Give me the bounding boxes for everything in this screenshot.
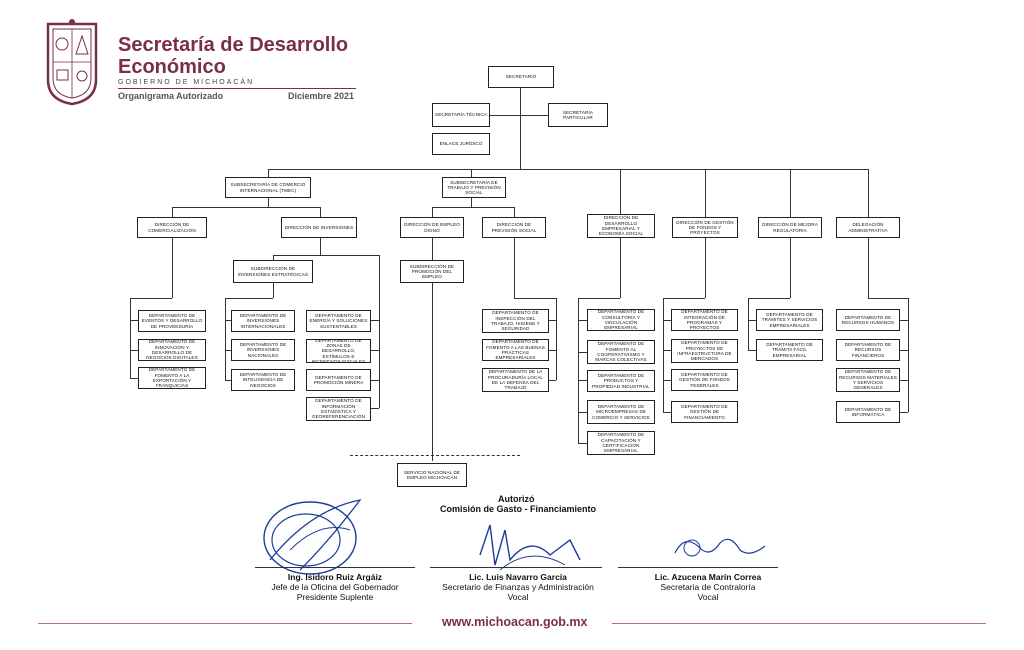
- org-dept: DEPARTAMENTO DE FOMENTO A LA EXPORTACIÓN…: [138, 367, 206, 389]
- org-dept: DEPARTAMENTO DE PROMOCIÓN MINERA: [306, 369, 371, 391]
- org-dept: DEPARTAMENTO DE INSPECCIÓN DEL TRABAJO, …: [482, 309, 549, 333]
- org-dept: DEPARTAMENTO DE ENERGÍA Y SOLUCIONES SUS…: [306, 310, 371, 332]
- org-dir-empleo: DIRECCIÓN DE EMPLEO DIGNO: [400, 217, 464, 238]
- signature-line-1: [255, 567, 415, 568]
- org-dept: DEPARTAMENTO DE PRODUCTOS Y PROPIEDAD IN…: [587, 370, 655, 392]
- signatory-name: Ing. Isidoro Ruiz Argáiz: [287, 572, 383, 582]
- subtitle: Organigrama Autorizado: [118, 91, 224, 101]
- org-secretaria-tecnica: SECRETARÍA TÉCNICA: [432, 103, 490, 127]
- signatory-role: Secretaria de Contraloría: [660, 582, 756, 592]
- org-enlace-juridico: ENLACE JURÍDICO: [432, 133, 490, 155]
- header-divider: [118, 88, 356, 89]
- org-dept: DEPARTAMENTO DE MICROEMPRESAS DE COMERCI…: [587, 400, 655, 424]
- org-dept: DEPARTAMENTO DE FOMENTO A LAS BUENAS PRÁ…: [482, 339, 549, 361]
- org-dept: DEPARTAMENTO DE TRÁMITA FÁCIL EMPRESARIA…: [756, 339, 823, 361]
- org-dir-desarrollo-empresarial: DIRECCIÓN DE DESARROLLO EMPRESARIAL Y EC…: [587, 214, 655, 238]
- footer-url-link[interactable]: www.michoacan.gob.mx: [442, 615, 588, 629]
- org-dept: DEPARTAMENTO DE INVERSIONES NACIONALES: [231, 339, 295, 361]
- org-dept: DEPARTAMENTO DE LA PROCURADURÍA LOCAL DE…: [482, 368, 549, 392]
- org-subsecretaria-trabajo: SUBSECRETARÍA DE TRABAJO Y PREVISIÓN SOC…: [442, 177, 506, 198]
- footer-divider-left: [38, 623, 412, 624]
- org-dept: DEPARTAMENTO DE RECURSOS FINANCIEROS: [836, 339, 900, 361]
- org-dept: DEPARTAMENTO DE INTEGRACIÓN DE PROGRAMAS…: [671, 309, 738, 331]
- org-dept: DEPARTAMENTO DE FOMENTO AL COOPERATIVISM…: [587, 340, 655, 364]
- coat-of-arms-logo: [42, 18, 102, 106]
- org-dept: DEPARTAMENTO DE GESTIÓN DE FINANCIAMIENT…: [671, 401, 738, 423]
- signatory-role: Secretario de Finanzas y Administración: [442, 582, 594, 592]
- org-dept: DEPARTAMENTO DE INFORMÁTICA: [836, 401, 900, 423]
- org-dir-gestion-fondos: DIRECCIÓN DE GESTIÓN DE FONDOS Y PROYECT…: [672, 217, 738, 238]
- org-dept: DEPARTAMENTO DE INVERSIONES INTERNACIONA…: [231, 310, 295, 332]
- signature-scribble-1: [250, 490, 390, 580]
- footer-divider-right: [612, 623, 986, 624]
- approved-by-label: Autorizó: [498, 494, 535, 504]
- org-dir-prevision: DIRECCIÓN DE PREVISIÓN SOCIAL: [482, 217, 546, 238]
- org-dept: DEPARTAMENTO DE INFORMACIÓN ESTADÍSTICA …: [306, 397, 371, 421]
- org-dept: DEPARTAMENTO DE ZONAS DE DESARROLLO, EST…: [306, 338, 371, 364]
- signatory-name: Lic. Luis Navarro García: [469, 572, 567, 582]
- org-dept: DEPARTAMENTO DE EVENTOS Y DESARROLLO DE …: [138, 310, 206, 332]
- org-dept: DEPARTAMENTO DE GESTIÓN DE FONDOS FEDERA…: [671, 369, 738, 391]
- commission-label: Comisión de Gasto - Financiamiento: [440, 504, 597, 514]
- org-dir-comercializacion: DIRECCIÓN DE COMERCIALIZACIÓN: [137, 217, 207, 238]
- org-dept: DEPARTAMENTO DE RECURSOS MATERIALES Y SE…: [836, 368, 900, 392]
- org-dept: DEPARTAMENTO DE RECURSOS HUMANOS: [836, 309, 900, 331]
- signatory-name: Lic. Azucena Marín Correa: [654, 572, 762, 582]
- org-servicio-nacional-empleo: SERVICIO NACIONAL DE EMPLEO MICHOACÁN: [397, 463, 467, 487]
- org-dept: DEPARTAMENTO DE INNOVACIÓN Y DESARROLLO …: [138, 339, 206, 361]
- org-dept: DEPARTAMENTO DE CONSULTORÍA Y VINCULACIÓ…: [587, 309, 655, 331]
- signature-line-3: [618, 567, 778, 568]
- government-label: GOBIERNO DE MICHOACÁN: [118, 79, 255, 86]
- page-title-line2: Económico: [118, 56, 226, 78]
- signatory-role: Presidente Suplente: [296, 592, 374, 602]
- org-dir-mejora-regulatoria: DIRECCIÓN DE MEJORA REGULATORIA: [758, 217, 822, 238]
- signature-scribble-3: [670, 528, 770, 568]
- signature-scribble-2: [470, 515, 590, 575]
- org-dept: DEPARTAMENTO DE INTELIGENCIA DE NEGOCIOS: [231, 369, 295, 391]
- org-dept: DEPARTAMENTO DE CAPACITACIÓN Y CERTIFICA…: [587, 431, 655, 455]
- signature-line-2: [430, 567, 602, 568]
- org-subdir-inversiones: SUBDIRECCIÓN DE INVERSIONES ESTRATÉGICAS: [233, 260, 313, 283]
- org-dept: DEPARTAMENTO DE TRÁMITES Y SERVICIOS EMP…: [756, 309, 823, 331]
- org-subsecretaria-comercio: SUBSECRETARÍA DE COMERCIO INTERNACIONAL …: [225, 177, 311, 198]
- org-dept: DEPARTAMENTO DE PROYECTOS DE INFRAESTRUC…: [671, 339, 738, 363]
- signatory-role: Vocal: [697, 592, 719, 602]
- signatory-role: Vocal: [507, 592, 529, 602]
- org-delegacion-administrativa: DELEGACIÓN ADMINISTRATIVA: [836, 217, 900, 238]
- signatory-role: Jefe de la Oficina del Gobernador: [271, 582, 399, 592]
- page-title-line1: Secretaría de Desarrollo: [118, 34, 349, 56]
- date-label: Diciembre 2021: [288, 91, 355, 101]
- org-secretario: SECRETARIO: [488, 66, 554, 88]
- org-subdir-empleo: SUBDIRECCIÓN DE PROMOCIÓN DEL EMPLEO: [400, 260, 464, 283]
- org-dir-inversiones: DIRECCIÓN DE INVERSIONES: [281, 217, 357, 238]
- page-title: Secretaría de Desarrollo Económico: [118, 34, 348, 78]
- org-secretaria-particular: SECRETARÍA PARTICULAR: [548, 103, 608, 127]
